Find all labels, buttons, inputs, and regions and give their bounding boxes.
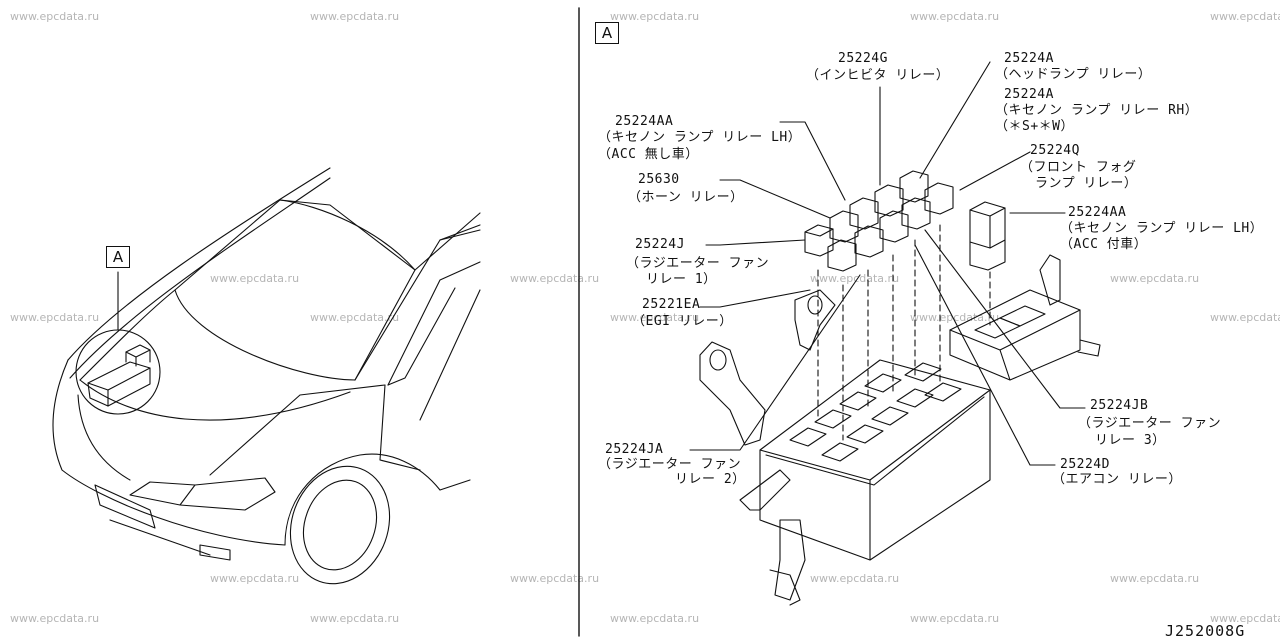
part-desc-radiator-fan-2b: リレー 2）: [675, 472, 746, 487]
watermark: www.epcdata.ru: [810, 272, 900, 285]
part-desc-xenon-lh: （キセノン ランプ リレー LH）: [598, 130, 802, 145]
part-desc-fog-lamp: （フロント フォグ: [1020, 160, 1137, 175]
diagram-code: J252008G: [1165, 622, 1246, 640]
watermark: www.epcdata.ru: [1110, 572, 1200, 585]
watermark: www.epcdata.ru: [610, 10, 700, 23]
watermark: www.epcdata.ru: [310, 10, 400, 23]
part-number-25221EA: 25221EA: [642, 297, 701, 312]
part-desc-fog-lamp-2: ランプ リレー）: [1035, 176, 1138, 191]
part-number-25224J: 25224J: [635, 237, 685, 252]
callout-box-left: A: [106, 246, 130, 268]
watermark: www.epcdata.ru: [10, 612, 100, 625]
watermark: www.epcdata.ru: [1210, 612, 1280, 625]
relays: [804, 170, 954, 272]
watermark: www.epcdata.ru: [10, 10, 100, 23]
watermark: www.epcdata.ru: [510, 572, 600, 585]
watermark: www.epcdata.ru: [910, 311, 1000, 324]
watermark: www.epcdata.ru: [910, 10, 1000, 23]
part-desc-radiator-fan-3b: リレー 3）: [1095, 433, 1166, 448]
part-number-25224Q: 25224Q: [1030, 143, 1080, 158]
watermark: www.epcdata.ru: [310, 311, 400, 324]
watermark: www.epcdata.ru: [510, 272, 600, 285]
part-number-25224G: 25224G: [838, 51, 888, 66]
leader-lines: [689, 61, 1086, 466]
watermark: www.epcdata.ru: [1110, 272, 1200, 285]
watermark: www.epcdata.ru: [210, 572, 300, 585]
part-number-25630: 25630: [638, 172, 680, 187]
watermark: www.epcdata.ru: [810, 572, 900, 585]
part-desc-radiator-fan-1: （ラジエーター ファン: [626, 256, 770, 271]
part-desc-aircon-relay: （エアコン リレー）: [1052, 472, 1182, 487]
watermark: www.epcdata.ru: [10, 311, 100, 324]
part-desc-inhibitor-relay: （インヒビタ リレー）: [806, 68, 950, 83]
callout-box-right: A: [595, 22, 619, 44]
part-desc-radiator-fan-2: （ラジエーター ファン: [598, 457, 742, 472]
watermark: www.epcdata.ru: [610, 311, 700, 324]
socket-grid: [789, 362, 962, 462]
relay-box-assembly: [689, 61, 1101, 606]
part-desc-radiator-fan-1b: リレー 1）: [646, 272, 717, 287]
watermark: www.epcdata.ru: [610, 612, 700, 625]
part-desc-horn-relay: （ホーン リレー）: [628, 190, 744, 205]
car-illustration: [52, 167, 481, 585]
part-number-25224AA-side: 25224AA: [1068, 205, 1127, 220]
part-number-25224JA: 25224JA: [605, 442, 664, 457]
watermark: www.epcdata.ru: [910, 612, 1000, 625]
part-desc-no-acc: （ACC 無し車）: [598, 147, 699, 162]
part-desc-headlamp-relay: （ヘッドランプ リレー）: [995, 67, 1152, 82]
part-desc-acc: （ACC 付車）: [1060, 237, 1148, 252]
part-desc-xenon-lh-acc: （キセノン ランプ リレー LH）: [1060, 221, 1264, 236]
part-desc-radiator-fan-3: （ラジエーター ファン: [1078, 416, 1222, 431]
part-desc-xenon-rh: （キセノン ランプ リレー RH）: [995, 103, 1199, 118]
part-desc-xenon-rh-variant: （＊S+＊W）: [995, 119, 1074, 134]
watermark: www.epcdata.ru: [210, 272, 300, 285]
assembly-guides: [817, 224, 991, 441]
watermark: www.epcdata.ru: [1210, 10, 1280, 23]
part-number-25224D: 25224D: [1060, 457, 1110, 472]
watermark: www.epcdata.ru: [1210, 311, 1280, 324]
part-number-25224AA-top: 25224AA: [615, 114, 674, 129]
part-number-25224JB: 25224JB: [1090, 398, 1149, 413]
watermark: www.epcdata.ru: [310, 612, 400, 625]
part-desc-egi-relay: （EGI リレー）: [632, 314, 733, 329]
part-number-25224A-xenon: 25224A: [1004, 87, 1054, 102]
part-number-25224A-head: 25224A: [1004, 51, 1054, 66]
